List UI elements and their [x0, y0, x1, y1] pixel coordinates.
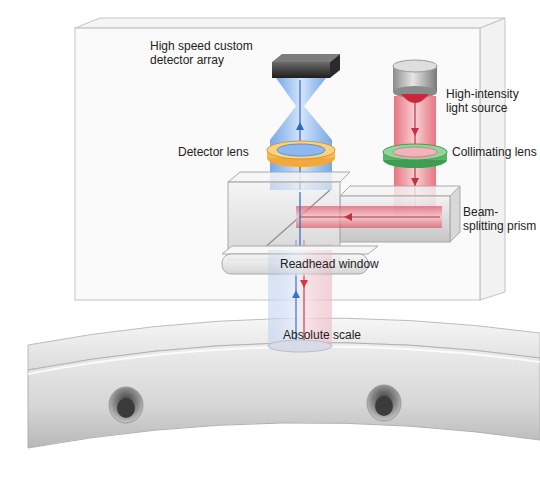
detector-lens-shape: [267, 141, 335, 167]
readhead-housing: [75, 18, 505, 300]
part-label: Detector lens: [178, 146, 249, 160]
collimating-lens-shape: [383, 144, 447, 168]
part-label: Beam-splitting prism: [463, 206, 539, 234]
part-label: High speed custom detector array: [150, 40, 275, 68]
part-label: Absolute scale: [283, 329, 361, 343]
mounting-hole: [367, 385, 401, 421]
detector-array-shape: [272, 54, 340, 78]
scale-ring: [28, 318, 540, 448]
mounting-hole: [109, 387, 143, 423]
part-label: Readhead window: [280, 258, 379, 272]
light-source-shape: [393, 60, 437, 103]
part-label: Collimating lens: [452, 146, 537, 160]
part-label: High-intensity light source: [446, 88, 538, 116]
window-shape: [222, 246, 378, 276]
